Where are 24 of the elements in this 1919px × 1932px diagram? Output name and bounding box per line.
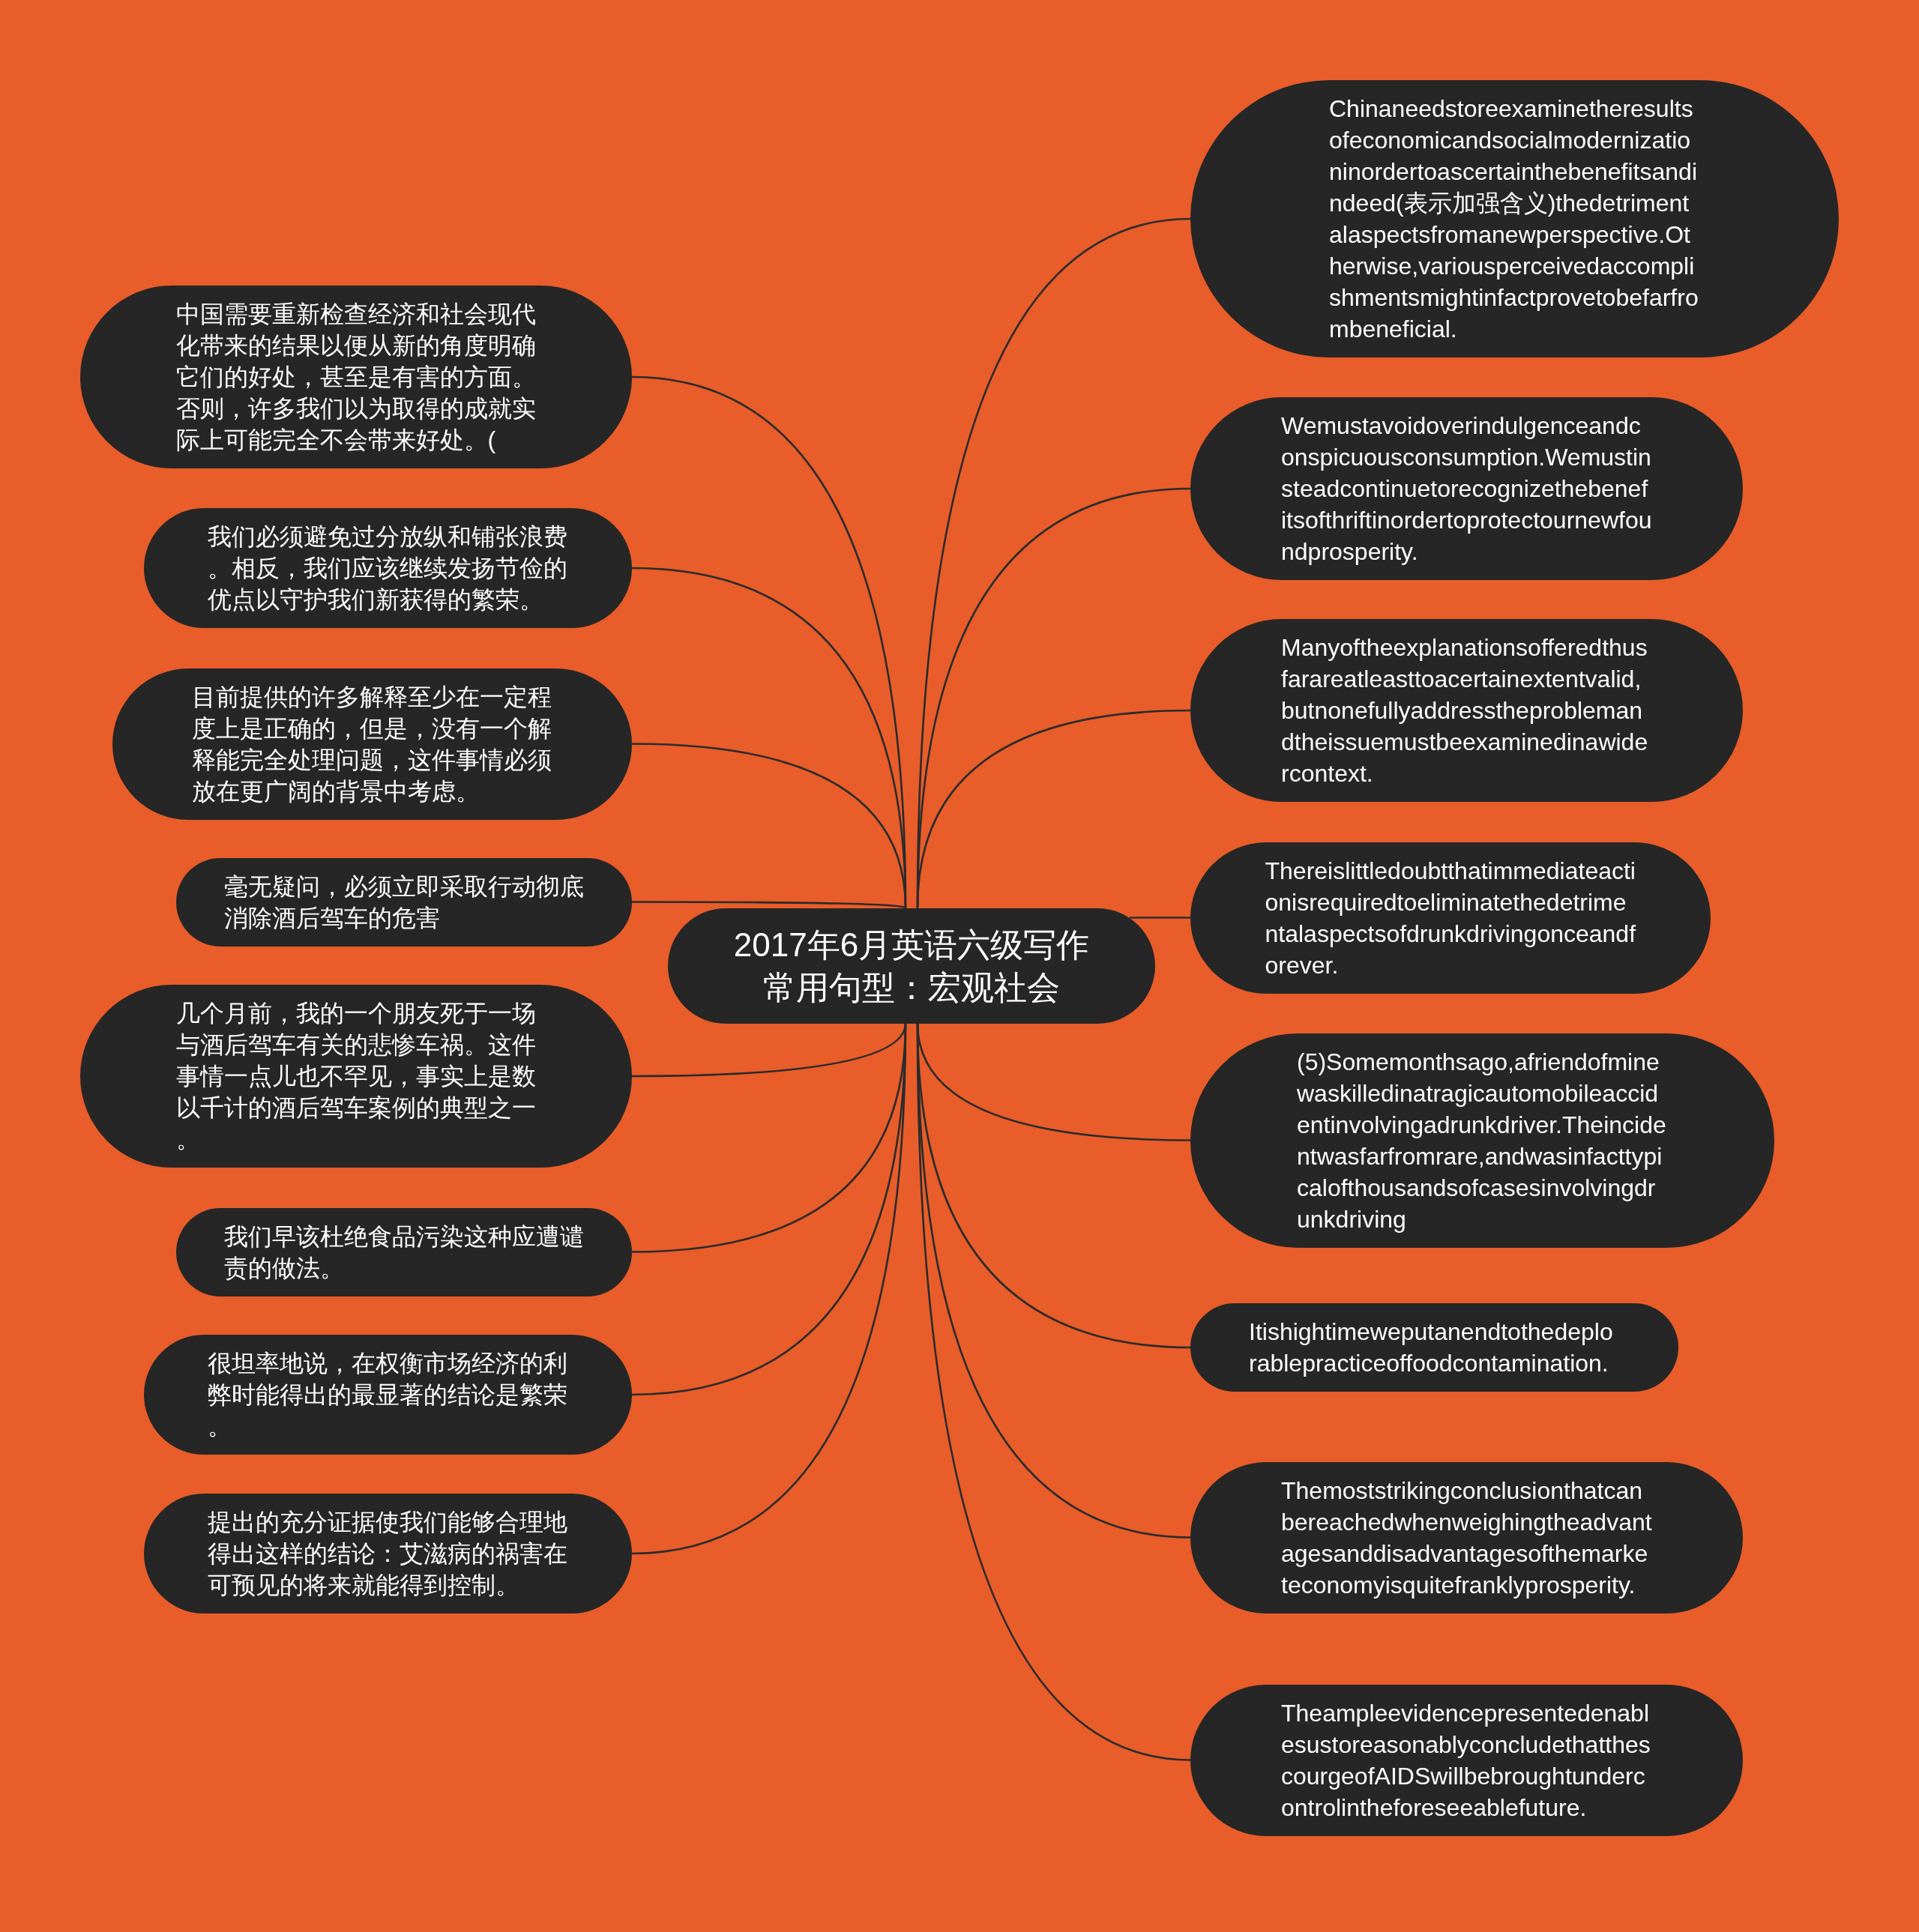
sentence-text: 我们早该杜绝食品污染这种应遭谴责的做法。	[223, 1222, 585, 1283]
connector-line	[1129, 917, 1190, 919]
sentence-text: 提出的充分证据使我们能够合理地得出这样的结论：艾滋病的祸害在可预见的将来就能得到控制。	[208, 1508, 568, 1600]
sentence-text: Thereislittledoubtthatimmediateactionisrequiredtoeliminatethedetrimentalaspectsofdrunkdrivingonceandforever.	[1265, 856, 1636, 980]
connector-line	[631, 1023, 907, 1555]
sentence-text: 中国需要重新检查经济和社会现代化带来的结果以便从新的角度明确它们的好处，甚至是有害的方面。否则，许多我们以为取得的成就实际上可能完全不会带来好处。(	[175, 300, 537, 455]
sentence-text: (5)Somemonthsago,afriendofminewaskilledinatragicautomobileaccidentinvolvingadrunkdriver.Theincidentwasfarfromrare,andwasinfacttypicalofthousandsofcasesinvolvingdrunkdriving	[1297, 1047, 1667, 1234]
sentence-text: Manyoftheexplanationsofferedthusfarareatleasttoacertainextentvalid,butnonefullyaddresstheproblemandtheissuemustbeexaminedinawidercontext.	[1281, 633, 1649, 788]
connector-line	[916, 1023, 1191, 1761]
connector-line	[916, 709, 1191, 908]
sentence-text: TheampleevidencepresentedenablesustoreasonablyconcludethatthescourgeofAIDSwillbebroughtundercontrolintheforeseeablefuture.	[1281, 1698, 1651, 1823]
connector-line	[632, 901, 906, 909]
sentence-text: 几个月前，我的一个朋友死于一场与酒后驾车有关的悲惨车祸。这件事情一点儿也不罕见，事实上是数以千计的酒后驾车案例的典型之一。	[175, 999, 537, 1154]
sentence-text: Itishightimeweputanendtothedeplorablepracticeoffoodcontamination.	[1249, 1317, 1614, 1378]
connector-line	[632, 1023, 907, 1078]
sentence-text: Wemustavoidoverindulgenceandconspicuousconsumption.Wemustinsteadcontinuetorecognizethebenefitsofthriftinordertoprotectournewfoundprosperity.	[1281, 411, 1652, 567]
topic-text: 2017年6月英语六级写作常用句型：宏观社会	[732, 925, 1091, 1007]
sentence-text: Chinaneedstoreexaminetheresultsofeconomicandsocialmodernizationinordertoascertainthebenefitsandindeed(表示加强含义)thedetrimentalaspectsfromanewperspective.Otherwise,variousperceivedaccomplishmentsmightinfactprovetobefarfrombeneficial.	[1329, 94, 1699, 344]
sentence-text: 毫无疑问，必须立即采取行动彻底消除酒后驾车的危害	[223, 872, 585, 933]
sentence-text: 很坦率地说，在权衡市场经济的利弊时能得出的最显著的结论是繁荣。	[208, 1349, 568, 1441]
sentence-text: Themoststrikingconclusionthatcanbereachedwhenweighingtheadvantagesanddisadvantagesofthemarketeconomyisquitefranklyprosperity.	[1281, 1476, 1652, 1600]
sentence-text: 我们必须避免过分放纵和铺张浪费。相反，我们应该继续发扬节俭的优点以守护我们新获得的繁荣。	[208, 522, 568, 615]
connector-line	[631, 743, 907, 908]
sentence-text: 目前提供的许多解释至少在一定程度上是正确的，但是，没有一个解释能完全处理问题，这件事情必须放在更广阔的背景中考虑。	[192, 682, 552, 806]
